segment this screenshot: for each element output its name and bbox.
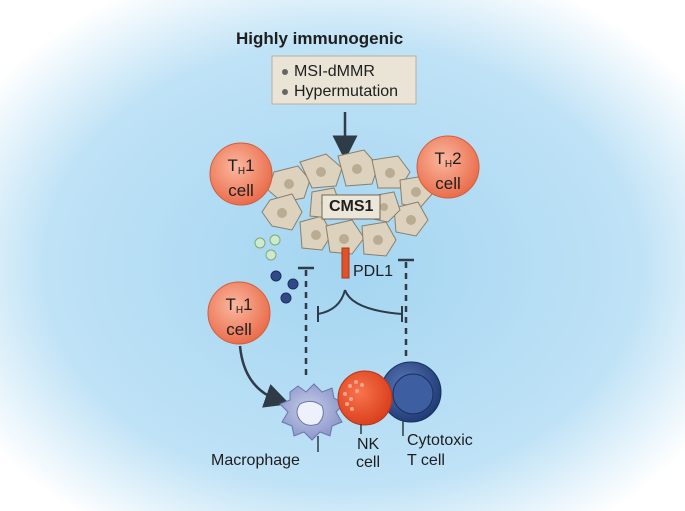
th1-top-label: TH1 cell xyxy=(227,156,255,200)
tumor-nuclei xyxy=(277,164,421,245)
th2-top-label: TH2 cell xyxy=(434,149,462,193)
feature-bullet-2 xyxy=(282,89,288,95)
tumor-label: CMS1 xyxy=(329,198,374,215)
th2-top-cell xyxy=(416,135,480,199)
nk-label-line1: NK xyxy=(357,436,380,453)
cytokine-dots-light xyxy=(254,234,281,261)
cytotoxic-t-cell-nucleus xyxy=(392,373,434,415)
pdl1-inhibition-left xyxy=(317,289,346,315)
macrophage-label: Macrophage xyxy=(211,452,300,469)
feature-item-2: Hypermutation xyxy=(294,83,399,100)
cms1-label-box xyxy=(321,194,381,220)
nk-cell-granules xyxy=(343,380,364,411)
pdl1-inhibition-right xyxy=(344,289,403,315)
nk-cell xyxy=(337,370,393,426)
features-box xyxy=(271,55,417,105)
feature-item-1: MSI-dMMR xyxy=(294,63,375,80)
macrophage-nucleus xyxy=(296,400,324,426)
th1-left-label: TH1 cell xyxy=(225,295,253,339)
th1-top-cell xyxy=(209,142,273,206)
pdl1-label: PDL1 xyxy=(353,263,394,280)
cytokine-dots-dark xyxy=(270,270,299,304)
diagram-title: Highly immunogenic xyxy=(236,29,404,48)
pdl1-receptor xyxy=(341,247,350,279)
ctl-label-line2: T cell xyxy=(407,452,445,469)
th1-left-cell xyxy=(207,281,271,345)
feature-bullet-1 xyxy=(282,69,288,75)
ctl-label-line1: Cytotoxic xyxy=(407,432,473,449)
nk-label-line2: cell xyxy=(356,454,381,471)
th1-to-macrophage-arrow xyxy=(238,345,290,408)
